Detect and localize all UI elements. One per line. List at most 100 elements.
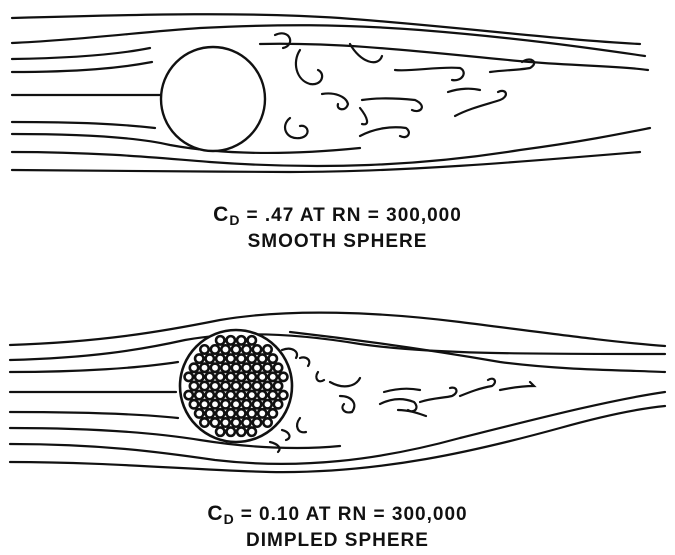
- dimple: [232, 364, 240, 372]
- dimple: [216, 336, 224, 344]
- vortex: [362, 99, 422, 112]
- dimple: [211, 364, 219, 372]
- vortex: [360, 108, 367, 124]
- dimple: [216, 354, 224, 362]
- vortex: [340, 396, 354, 412]
- dimple: [263, 418, 271, 426]
- vortex: [500, 382, 534, 390]
- dimple: [221, 382, 229, 390]
- dimple: [263, 345, 271, 353]
- dimple: [195, 373, 203, 381]
- dimple: [216, 409, 224, 417]
- dimple: [258, 373, 266, 381]
- dimple: [274, 382, 282, 390]
- dimple: [258, 391, 266, 399]
- vortex: [448, 89, 480, 92]
- dimple: [190, 400, 198, 408]
- streamline: [10, 406, 665, 472]
- dimple: [200, 364, 208, 372]
- dimple: [263, 400, 271, 408]
- dimple: [269, 409, 277, 417]
- dimple: [248, 336, 256, 344]
- dimple: [248, 391, 256, 399]
- dimple: [274, 364, 282, 372]
- dimple: [185, 391, 193, 399]
- dimple: [190, 382, 198, 390]
- dimple: [200, 418, 208, 426]
- dimple: [216, 391, 224, 399]
- dimpled-sphere-label: DIMPLED SPHERE: [0, 530, 675, 552]
- dimple: [206, 354, 214, 362]
- vortex: [297, 418, 306, 432]
- cd-subscript: D: [229, 212, 240, 228]
- dimple: [221, 418, 229, 426]
- vortex: [384, 389, 420, 392]
- smooth-drag-coefficient: CD= .47 AT RN = 300,000: [0, 204, 675, 231]
- dimple: [279, 373, 287, 381]
- vortex: [460, 379, 495, 396]
- dimple: [242, 400, 250, 408]
- dimple: [206, 373, 214, 381]
- dimple: [269, 391, 277, 399]
- dimple: [190, 364, 198, 372]
- cd-subscript: D: [224, 511, 235, 527]
- streamline: [12, 14, 640, 44]
- dimple: [200, 400, 208, 408]
- streamline: [10, 362, 178, 372]
- dimple: [242, 418, 250, 426]
- dimple: [258, 354, 266, 362]
- dimple: [248, 354, 256, 362]
- dimple: [211, 418, 219, 426]
- dimple: [221, 364, 229, 372]
- streamline: [12, 128, 650, 166]
- dimple: [227, 409, 235, 417]
- dimple: [195, 409, 203, 417]
- dimple: [242, 364, 250, 372]
- dimple: [195, 391, 203, 399]
- vortex: [420, 388, 456, 402]
- dimple: [248, 427, 256, 435]
- dimple: [200, 345, 208, 353]
- dimple: [253, 400, 261, 408]
- dimple: [237, 336, 245, 344]
- dimple: [211, 345, 219, 353]
- dimple: [211, 400, 219, 408]
- vortex: [282, 430, 289, 440]
- dimple: [195, 354, 203, 362]
- dimple: [206, 391, 214, 399]
- dimple: [200, 382, 208, 390]
- dimple: [253, 418, 261, 426]
- dimple: [253, 345, 261, 353]
- dimple: [269, 373, 277, 381]
- dimples: [185, 336, 288, 436]
- vortex: [296, 50, 322, 84]
- vortex: [275, 33, 290, 48]
- dimple: [242, 382, 250, 390]
- dimple: [237, 354, 245, 362]
- streamline: [12, 48, 150, 59]
- dimple: [206, 409, 214, 417]
- dimple: [279, 391, 287, 399]
- dimple: [237, 391, 245, 399]
- smooth-sphere-label: SMOOTH SPHERE: [0, 231, 675, 253]
- dimple: [227, 373, 235, 381]
- streamline: [12, 62, 152, 72]
- streamlines-bottom: [10, 313, 665, 473]
- vortex: [455, 91, 506, 116]
- streamline: [12, 122, 155, 128]
- dimple: [232, 345, 240, 353]
- dimple: [263, 364, 271, 372]
- dimple: [253, 364, 261, 372]
- dimple: [237, 373, 245, 381]
- dimple: [248, 373, 256, 381]
- dimpled-sphere-panel: [10, 313, 665, 473]
- dimple: [227, 336, 235, 344]
- cd-symbol: C: [207, 502, 223, 525]
- streamline: [10, 412, 178, 418]
- dimple: [227, 391, 235, 399]
- cd-value-text: = .47 AT RN = 300,000: [246, 205, 461, 226]
- smooth-sphere-panel: [12, 14, 650, 172]
- dimple: [221, 345, 229, 353]
- vortex: [330, 378, 360, 386]
- cd-value-text: = 0.10 AT RN = 300,000: [241, 504, 468, 525]
